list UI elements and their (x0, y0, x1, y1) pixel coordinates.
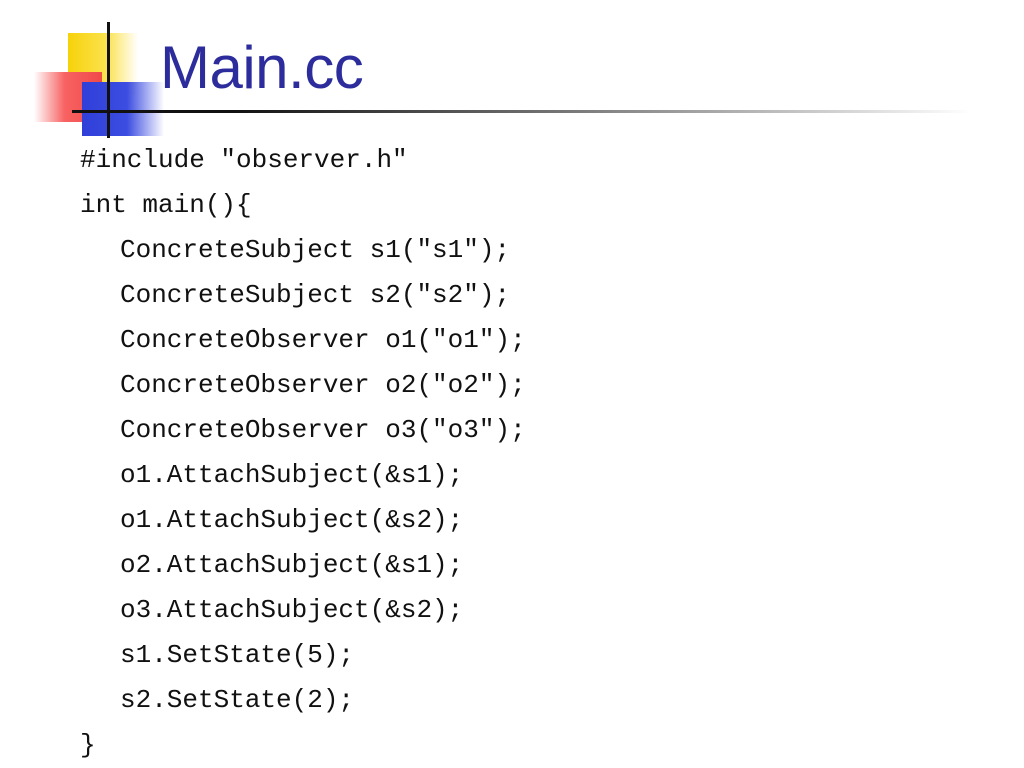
logo-blue-square (82, 82, 164, 136)
code-line: ConcreteObserver o3("o3"); (120, 415, 526, 445)
code-line: int main(){ (80, 190, 252, 220)
code-line: ConcreteObserver o2("o2"); (120, 370, 526, 400)
code-line: ConcreteSubject s1("s1"); (120, 235, 511, 265)
code-line: ConcreteObserver o1("o1"); (120, 325, 526, 355)
title-underline-rule (72, 110, 972, 113)
logo-vertical-rule (107, 22, 110, 138)
code-block: #include "observer.h" int main(){ Concrete… (80, 141, 526, 768)
code-line: } (80, 730, 96, 760)
slide-title: Main.cc (160, 34, 364, 101)
code-line: ConcreteSubject s2("s2"); (120, 280, 511, 310)
code-line: o1.AttachSubject(&s2); (120, 505, 464, 535)
code-line: o2.AttachSubject(&s1); (120, 550, 464, 580)
code-line: #include "observer.h" (80, 145, 408, 175)
code-line: o1.AttachSubject(&s1); (120, 460, 464, 490)
code-line: s2.SetState(2); (120, 685, 355, 715)
code-line: s1.SetState(5); (120, 640, 355, 670)
slide-logo-decoration (0, 0, 170, 140)
code-line: o3.AttachSubject(&s2); (120, 595, 464, 625)
